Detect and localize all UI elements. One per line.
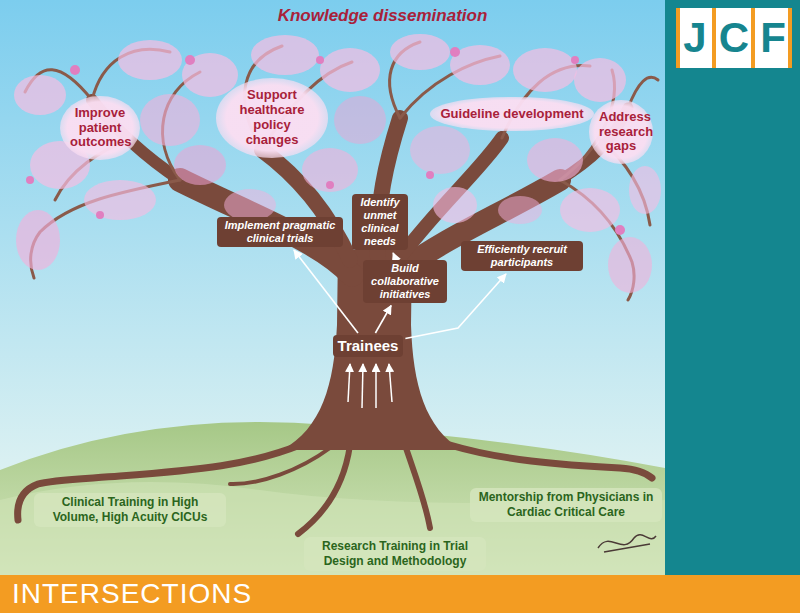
blossom [390,34,450,70]
blossom [433,187,477,223]
blossom-dot [185,55,195,65]
blossom-dot [70,65,80,75]
flow-arrow [375,306,391,334]
flow-arrow [294,250,358,333]
blossom [450,45,510,85]
node-text: Support healthcare policy changes [226,88,318,148]
root-label: Clinical Training in High Volume, High A… [34,493,226,527]
logo-bar [712,8,716,68]
blossom [118,40,182,80]
flow-arrow [348,364,350,402]
blossom [16,210,60,270]
logo-bar [751,8,755,68]
logo-bar [788,8,792,68]
blossom [334,96,386,144]
blossom [560,188,620,232]
root-label: Research Training in Trial Design and Me… [304,537,486,571]
trunk-label: Trainees [333,335,404,357]
root-label: Mentorship from Physicians in Cardiac Cr… [470,488,662,522]
blossom [513,48,577,92]
root [450,445,652,478]
blossom [629,166,661,214]
branch-label: Identify unmet clinical needs [352,194,408,250]
blossom [410,126,470,174]
side-bar [665,0,800,580]
blossoms [14,34,661,293]
trunk [282,250,462,450]
node-text: Improve patient outcomes [70,106,130,151]
flow-arrow [389,364,392,402]
logo-letter: F [755,14,791,62]
node-text: Address research gaps [599,110,643,155]
node-text: Research Training in Trial Design and Me… [310,539,480,569]
logo-bar [676,8,680,68]
branch [180,180,352,275]
blossom [527,138,583,182]
node-text: INTERSECTIONS [12,575,800,613]
flow-arrow [375,364,377,408]
blossom [574,58,626,102]
blossom [14,75,66,115]
blossom-dot [326,181,334,189]
root [298,445,350,534]
blossom-dot [26,176,34,184]
blossom-dot [571,56,579,64]
signature [598,535,656,552]
node-text: Build collaborative initiatives [367,262,443,301]
blossom-dot [450,47,460,57]
blossom [251,35,319,75]
root [230,448,330,484]
branch-label: Build collaborative initiatives [363,260,447,303]
blossom [320,48,380,92]
logo-ground [676,8,792,68]
branch-label: Implement pragmatic clinical trials [217,217,343,247]
blossom [608,237,652,293]
blossom-cluster: Support healthcare policy changes [216,78,328,158]
flow-arrows [348,364,392,408]
node-text: Implement pragmatic clinical trials [221,219,339,245]
blossom-cluster: Improve patient outcomes [60,96,140,161]
diagram-title: Knowledge dissemination [50,6,715,26]
node-text: Guideline development [440,107,583,122]
root [405,445,430,528]
node-text: Mentorship from Physicians in Cardiac Cr… [476,490,656,520]
title-band: INTERSECTIONS [0,575,800,613]
branch-label: Efficiently recruit participants [461,241,583,271]
node-text: Efficiently recruit participants [465,243,579,269]
blossom [302,148,358,192]
blossom-dot [615,225,625,235]
blossom-cluster: Guideline development [430,97,593,132]
blossom-cluster: Address research gaps [589,100,653,165]
node-text: Trainees [338,337,399,355]
blossom [140,94,200,146]
node-text: Identify unmet clinical needs [356,196,404,248]
node-text: Clinical Training in High Volume, High A… [40,495,220,525]
flow-arrow [362,364,363,408]
logo-letter: C [716,14,752,62]
logo-letter: J [677,14,713,62]
blossom-dot [426,171,434,179]
blossom [174,145,226,185]
blossom [498,196,542,224]
twigs [25,42,658,300]
flow-arrow [393,253,395,258]
blossom [84,180,156,220]
blossom-dot [96,211,104,219]
blossom-dot [316,56,324,64]
